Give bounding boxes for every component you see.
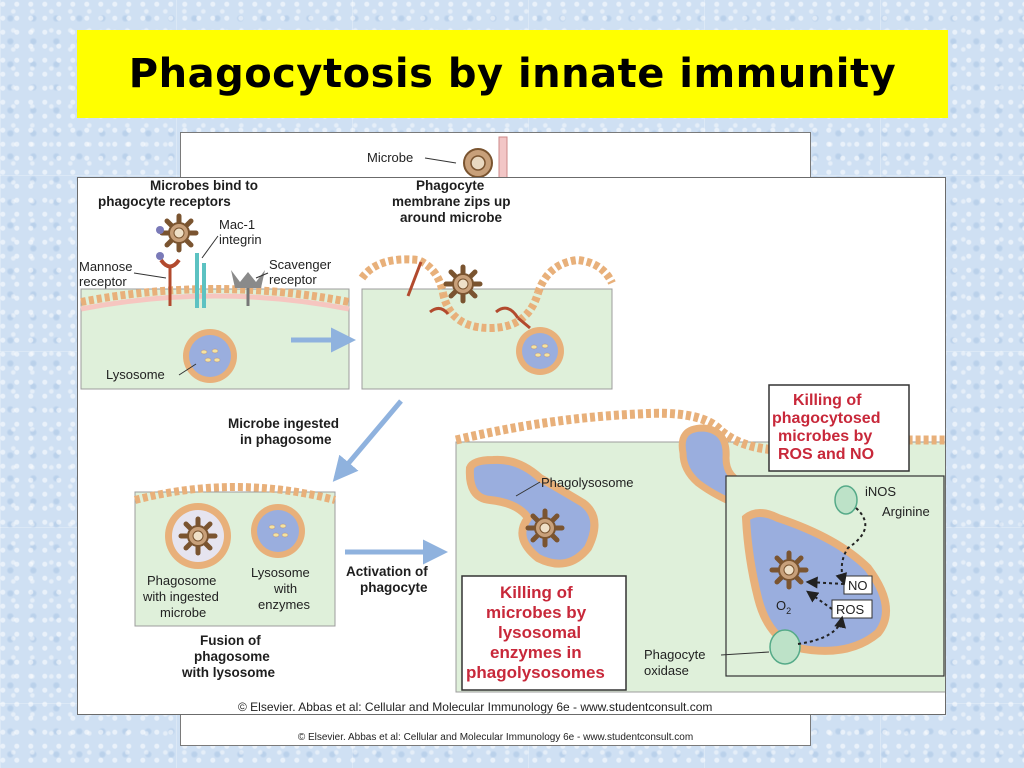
killing-ros-line2: phagocytosed: [772, 410, 880, 427]
step1-panel: Microbes bind to phagocyte receptors Mac…: [79, 178, 350, 390]
inos-icon: [834, 485, 858, 515]
phagocyte-oxidase-icon: [769, 629, 801, 665]
background-microbe-icon: [463, 148, 493, 178]
ros-no-inset: NO ROS O2 iNOS Arginine Phagocyte oxidas…: [644, 475, 945, 678]
phagosome-label-line2: with ingested: [142, 589, 219, 604]
activation-label-line1: Activation of: [346, 564, 428, 579]
background-microbe-label: Microbe: [367, 150, 413, 165]
step1-heading-line1: Microbes bind to: [150, 178, 258, 193]
killing-lyso-line3: lysosomal: [498, 623, 581, 642]
step2-heading-line3: around microbe: [400, 210, 503, 225]
diagram-credit: © Elsevier. Abbas et al: Cellular and Mo…: [238, 700, 712, 714]
activation-label-line2: phagocyte: [360, 580, 428, 595]
fusion-label-line2: phagosome: [194, 649, 270, 664]
background-credit: © Elsevier. Abbas et al: Cellular and Mo…: [297, 732, 694, 743]
lysosome-label: Lysosome: [106, 367, 165, 382]
oxidase-label-line2: oxidase: [644, 663, 689, 678]
killing-ros-box: Killing of phagocytosed microbes by ROS …: [768, 384, 910, 472]
inos-label: iNOS: [865, 484, 896, 499]
scavenger-receptor-icon: [231, 270, 265, 306]
arginine-label: Arginine: [882, 504, 930, 519]
microbe-inset-icon: [772, 553, 806, 587]
step2-heading-line1: Phagocyte: [416, 178, 485, 193]
lysosome-step2: [516, 327, 564, 375]
page-title: Phagocytosis by innate immunity: [128, 51, 897, 97]
fusion-label-line3: with lysosome: [181, 665, 276, 680]
no-label: NO: [848, 578, 868, 593]
killing-lyso-line4: enzymes in: [490, 643, 582, 662]
phagolysosome-icon: [465, 455, 599, 568]
lysosome-enzymes-label-line2: with: [273, 581, 297, 596]
microbe-step2-icon: [446, 267, 480, 301]
killing-ros-line4: ROS and NO: [778, 446, 874, 463]
lysosome-enzymes-label-line3: enzymes: [258, 597, 311, 612]
mannose-receptor-icon: [156, 252, 181, 306]
killing-lysosomal-box: Killing of microbes by lysosomal enzymes…: [461, 575, 627, 691]
background-figure-art: Microbe: [367, 136, 508, 184]
mannose-label-line2: receptor: [79, 274, 127, 289]
step3-panel: Phagosome with ingested microbe Lysosome…: [133, 483, 337, 680]
scavenger-label-line1: Scavenger: [269, 257, 332, 272]
killing-lyso-line2: microbes by: [486, 603, 587, 622]
lysosome-enzymes-label-line1: Lysosome: [251, 565, 310, 580]
killing-ros-line1: Killing of: [793, 392, 862, 409]
mannose-label-line1: Mannose: [79, 259, 132, 274]
fusion-label-line1: Fusion of: [200, 633, 261, 648]
arrow-step2-to-step3: [332, 399, 403, 482]
killing-lyso-line1: Killing of: [500, 583, 573, 602]
step3-heading-line1: Microbe ingested: [228, 416, 339, 431]
phagolysosome-label: Phagolysosome: [541, 475, 634, 490]
mac1-label-line1: Mac-1: [219, 217, 255, 232]
lysosome-step1: [183, 329, 237, 383]
phagosome-label-line3: microbe: [160, 605, 206, 620]
mac1-integrin-icon: [195, 253, 206, 308]
mac1-label-line2: integrin: [219, 232, 262, 247]
o2-label: O2: [776, 598, 791, 616]
phagosome-label-line1: Phagosome: [147, 573, 216, 588]
title-banner: Phagocytosis by innate immunity: [77, 30, 948, 118]
microbe-step1-icon: [156, 216, 196, 250]
phagocytosis-diagram: Microbes bind to phagocyte receptors Mac…: [77, 177, 946, 715]
scavenger-label-line2: receptor: [269, 272, 317, 287]
step2-panel: Phagocyte membrane zips up around microb…: [358, 178, 616, 390]
oxidase-label-line1: Phagocyte: [644, 647, 705, 662]
step2-heading-line2: membrane zips up: [392, 194, 511, 209]
killing-lyso-line5: phagolysosomes: [466, 663, 605, 682]
ros-label: ROS: [836, 602, 865, 617]
step3-heading-line2: in phagosome: [240, 432, 332, 447]
phagosome-step3: [165, 503, 231, 569]
diagram-canvas: Microbes bind to phagocyte receptors Mac…: [79, 178, 945, 714]
step1-heading-line2: phagocyte receptors: [98, 194, 231, 209]
killing-ros-line3: microbes by: [778, 428, 872, 445]
lysosome-step3: [251, 504, 305, 558]
